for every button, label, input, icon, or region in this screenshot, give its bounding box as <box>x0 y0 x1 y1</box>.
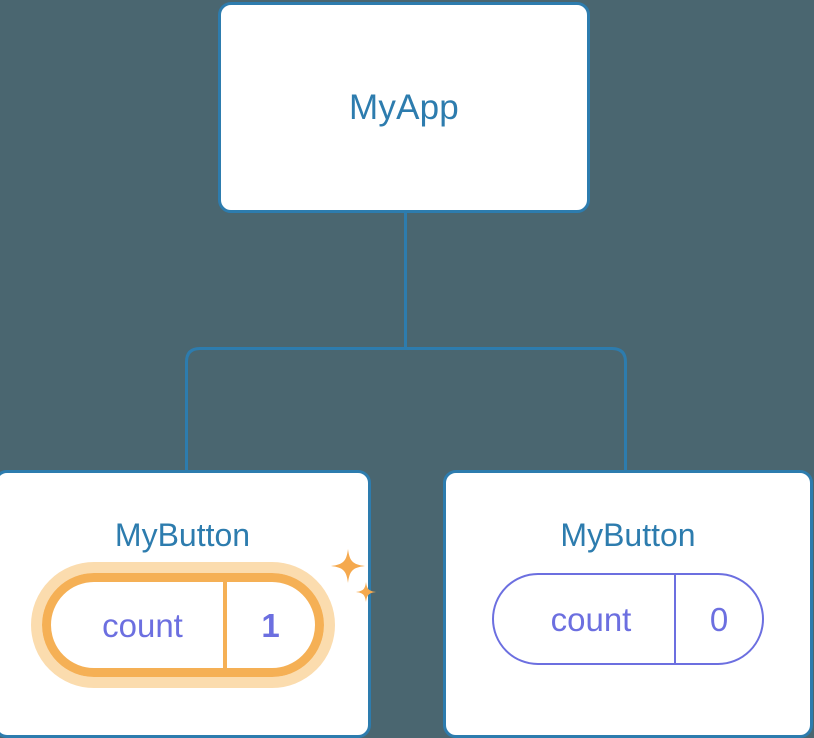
state-value-0: 1 <box>222 582 315 668</box>
node-myapp-label: MyApp <box>349 88 459 127</box>
state-pill-host-0: count 1 <box>30 549 376 688</box>
node-mybutton-0-label: MyButton <box>114 517 251 553</box>
node-mybutton-1[interactable]: MyButton count 0 <box>443 470 813 738</box>
state-key-0: count <box>102 606 183 644</box>
state-pill-host-1: count 0 <box>492 573 764 665</box>
node-mybutton-0[interactable]: MyButton count 1 <box>0 470 376 738</box>
state-pill-wrap-1: count 0 <box>446 573 810 665</box>
state-pill-1[interactable]: count 0 <box>492 573 764 665</box>
state-value-1: 0 <box>674 575 762 663</box>
node-myapp[interactable]: MyApp <box>218 2 590 213</box>
state-pill-0[interactable]: count 1 <box>41 573 324 677</box>
state-key-1: count <box>550 600 632 638</box>
state-pill-wrap-0: count 1 <box>0 549 376 688</box>
node-mybutton-1-label: MyButton <box>560 517 696 553</box>
connector-branch-bar <box>185 347 627 478</box>
